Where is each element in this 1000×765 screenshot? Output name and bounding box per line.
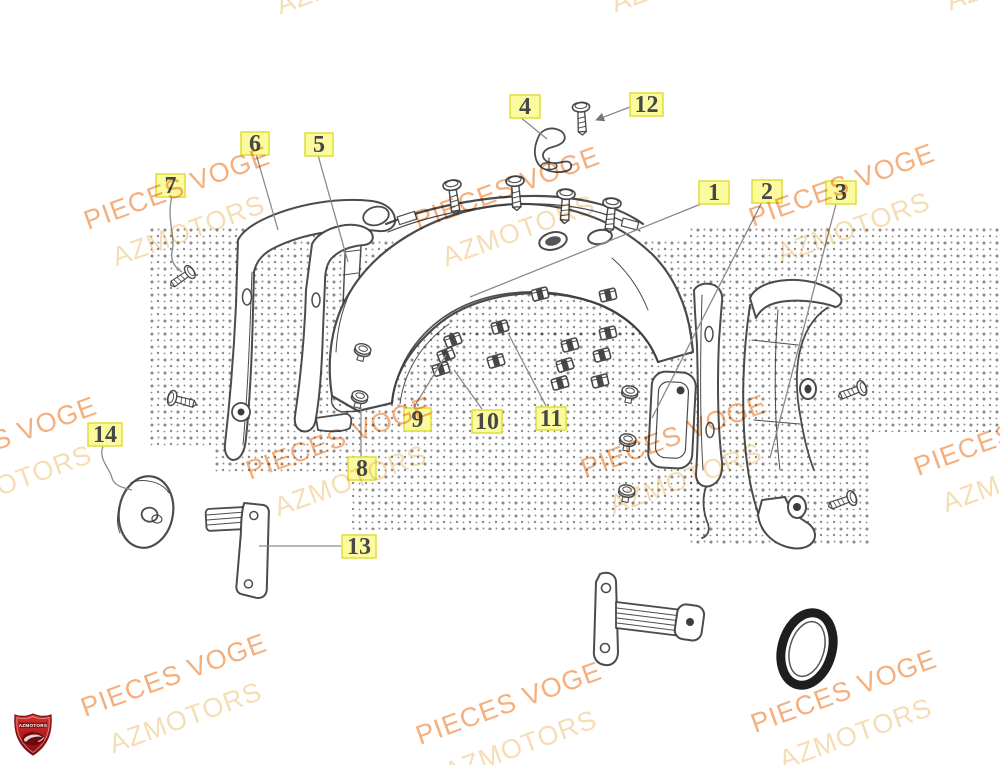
footpeg-bracket [592,571,706,667]
callout-2: 2 [751,179,783,205]
callout-number: 9 [412,407,424,433]
callout-number: 1 [708,180,720,206]
watermark-azmotors: AZMOTORS [0,439,96,522]
callout-number: 7 [165,173,177,199]
callout-number: 2 [761,179,773,205]
fender-stay-outer-right-part-3 [742,278,843,550]
callout-number: 8 [356,456,368,482]
screw-part-12 [571,101,592,137]
callout-11: 11 [535,406,567,432]
callout-9: 9 [403,407,432,433]
leader-lines [101,106,837,547]
callout-8: 8 [347,456,377,482]
callout-number: 12 [635,92,659,118]
callout-4: 4 [509,94,541,120]
logo-wordmark: AZMOTORS [19,723,48,728]
callout-7: 7 [155,173,186,199]
front-fender-part-1 [328,194,695,413]
callout-13: 13 [341,534,377,560]
watermark-azmotors: AZMOTORS [607,0,768,18]
callout-number: 6 [249,131,261,157]
rubber-pad-part [647,370,697,470]
fender-stay-inner-right-part-2 [693,282,724,539]
callout-number: 13 [347,534,371,560]
clamp-part-4 [534,127,573,174]
callout-12: 12 [629,92,664,118]
grommet-ring [776,608,838,690]
callout-number: 10 [475,409,499,435]
callout-number: 14 [93,422,117,448]
azmotors-logo: AZMOTORS [14,713,52,756]
callout-14: 14 [87,422,123,448]
callout-10: 10 [471,409,503,435]
callout-1: 1 [698,180,730,206]
bracket-part-13 [204,502,270,599]
callout-number: 11 [540,406,563,432]
fender-stay-outer-left-part-6 [223,198,397,461]
callout-number: 3 [835,180,847,206]
callout-5: 5 [304,132,334,158]
watermark-azmotors: AZMOTORS [272,0,433,20]
callout-number: 5 [313,132,325,158]
callout-6: 6 [240,131,270,157]
callout-3: 3 [825,180,857,206]
callout-number: 4 [519,94,531,120]
watermark-azmotors: AZMOTORS [942,0,1000,16]
reflector-disc-part-14 [117,475,175,549]
